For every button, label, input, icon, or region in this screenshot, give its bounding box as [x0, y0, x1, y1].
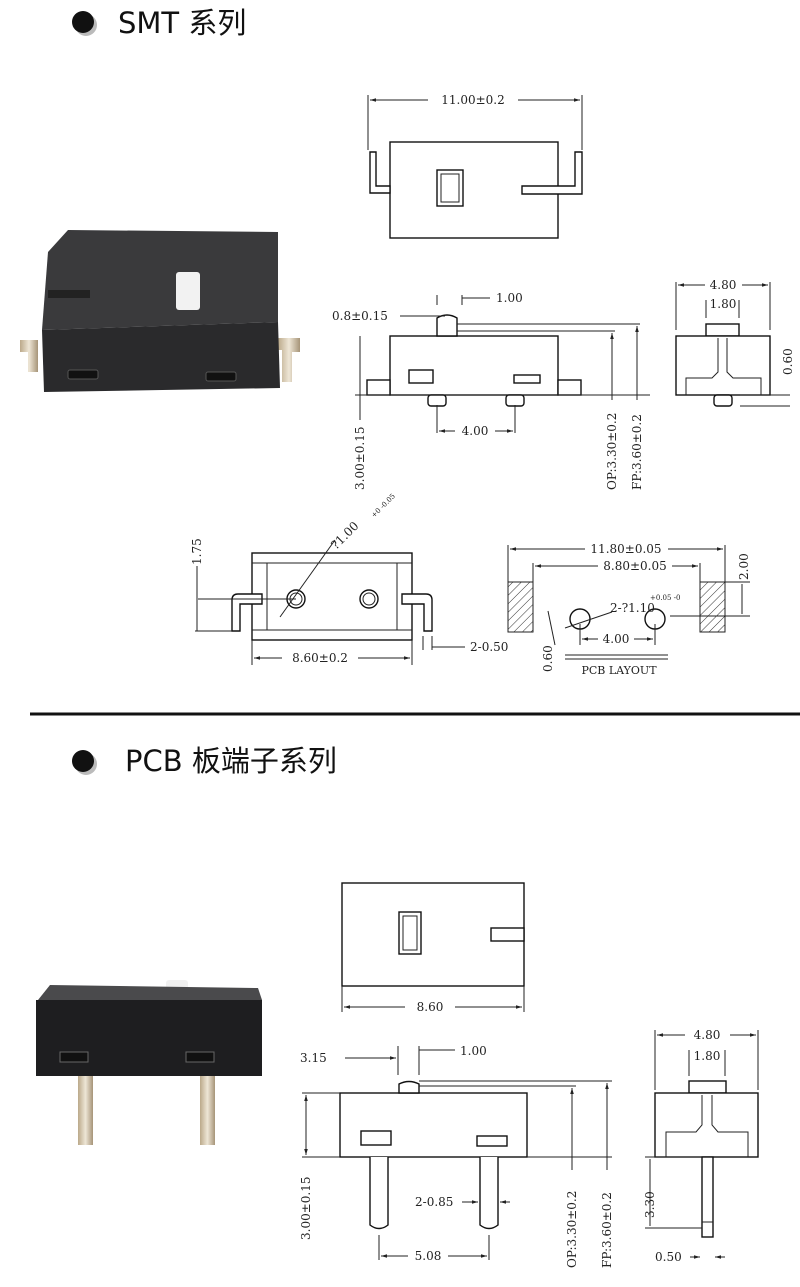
dim-actuator-width: 1.00: [496, 291, 523, 305]
dim-end-peg: 0.60: [781, 348, 795, 375]
dim-fp: FP:3.60±0.2: [600, 1192, 614, 1268]
dim-pcb-outer: 11.80±0.05: [590, 542, 661, 556]
pcb-end-view: 4.80 1.80 3.30 0.50: [643, 1028, 759, 1264]
dim-actuator-width: 1.00: [460, 1044, 487, 1058]
dim-actuator-offset: 3.15: [300, 1051, 327, 1065]
section-pcb-header: PCB 板端子系列: [72, 744, 337, 778]
dim-pcb-inner: 8.80±0.05: [603, 559, 667, 573]
pcb-layout-label: PCB LAYOUT: [581, 664, 657, 677]
dim-pin-pitch: 4.00: [462, 424, 489, 438]
dim-op: OP:3.30±0.2: [565, 1191, 579, 1268]
dim-end-width: 4.80: [710, 278, 737, 292]
smt-top-view: 11.00±0.2: [367, 93, 583, 239]
dim-pin-length: 3.30: [643, 1191, 657, 1218]
bullet-icon: [72, 11, 94, 33]
dim-end-width: 4.80: [694, 1028, 721, 1042]
dim-end-button: 1.80: [710, 297, 737, 311]
section-smt-header: SMT 系列: [72, 6, 246, 40]
dim-body-height: 3.00±0.15: [299, 1177, 313, 1241]
smt-bottom-view: 1.75 ?1.00 +0 -0.05 8.60±0.2 2-0.50: [190, 492, 508, 665]
dim-pcb-hole-tol: +0.05 -0: [650, 594, 681, 602]
dim-bottom-offset: 1.75: [190, 538, 204, 565]
dim-bottom-width: 8.60±0.2: [292, 651, 348, 665]
dim-hole-tol: +0 -0.05: [370, 492, 397, 519]
dim-op: OP:3.30±0.2: [605, 413, 619, 490]
dim-body-height: 3.00±0.15: [353, 427, 367, 491]
smt-pcb-layout: 11.80±0.05 8.80±0.05 2.00 2-?1.10 +0.05 …: [507, 542, 751, 677]
section-title: PCB 板端子系列: [125, 744, 337, 778]
pcb-top-view: 8.60: [341, 882, 525, 1014]
dim-pcb-pad-h: 2.00: [737, 553, 751, 580]
dim-lead-width: 2-0.50: [470, 640, 508, 654]
dim-actuator-offset: 0.8±0.15: [332, 309, 388, 323]
smt-end-view: 4.80 1.80 0.60: [675, 278, 795, 407]
dim-hole-dia: ?1.00: [328, 519, 361, 552]
bullet-icon: [72, 750, 94, 772]
smt-product-photo: [20, 230, 300, 392]
dim-pin-thickness: 0.50: [655, 1250, 682, 1264]
dim-top-width: 8.60: [417, 1000, 444, 1014]
dim-pcb-offset: 0.60: [541, 645, 555, 672]
dim-pin-width: 2-0.85: [415, 1195, 453, 1209]
dim-pin-pitch: 5.08: [415, 1249, 442, 1263]
pcb-side-view: 1.00 3.15 3.00±0.15 2-0.85 5.08 OP:3.30±…: [299, 1044, 614, 1268]
dim-fp: FP:3.60±0.2: [630, 414, 644, 490]
dim-pcb-pitch: 4.00: [603, 632, 630, 646]
dim-pcb-hole: 2-?1.10: [610, 601, 655, 615]
pcb-product-photo: [36, 980, 262, 1145]
smt-side-view: 1.00 0.8±0.15 4.00 3.00±0.15 OP:3.30±0.2…: [332, 291, 650, 490]
section-title: SMT 系列: [118, 6, 246, 40]
dim-end-button: 1.80: [694, 1049, 721, 1063]
dim-top-width: 11.00±0.2: [441, 93, 505, 107]
